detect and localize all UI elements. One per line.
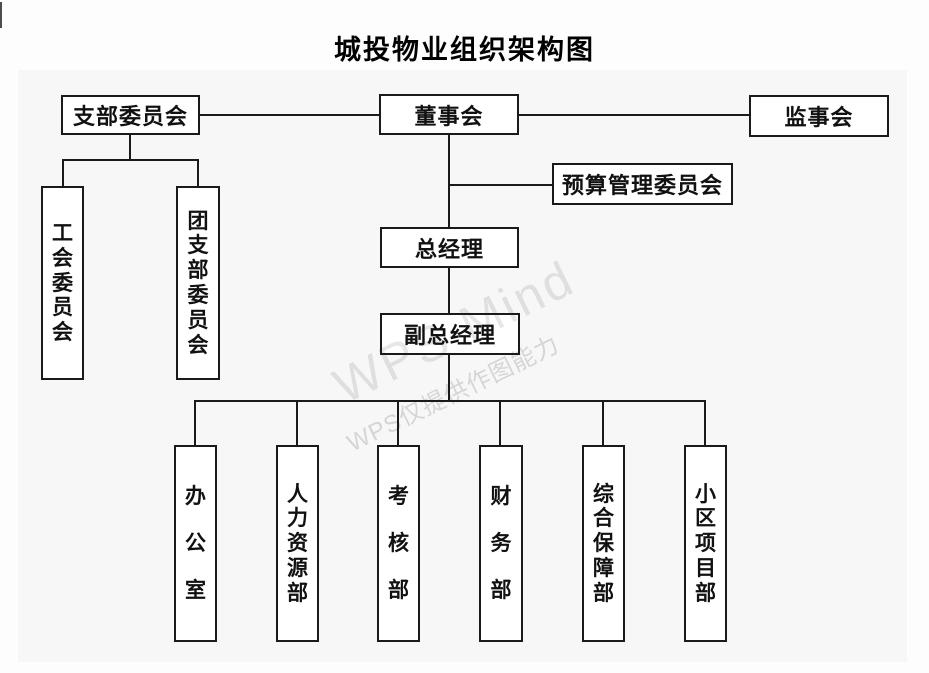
node-general-manager[interactable]: 总经理	[380, 227, 519, 268]
page-title: 城投物业组织架构图	[334, 35, 595, 65]
node-label: 工会委员会	[51, 221, 73, 345]
node-label: 团支部委员会	[187, 208, 209, 357]
connector-line	[296, 400, 298, 445]
connector-line	[448, 268, 450, 313]
connector-line	[602, 400, 604, 445]
node-youth-league-branch-committee[interactable]: 团支部委员会	[176, 186, 220, 380]
node-dept-community-project[interactable]: 小区项目部	[684, 445, 727, 642]
connector-line	[397, 400, 399, 445]
connector-line	[194, 400, 196, 445]
connector-line	[449, 184, 552, 186]
connector-line	[519, 114, 749, 116]
node-dept-human-resources[interactable]: 人力资源部	[276, 445, 319, 642]
node-label: 考核部	[387, 483, 409, 603]
node-label: 人力资源部	[286, 481, 308, 605]
connector-line	[499, 400, 501, 445]
node-budget-management-committee[interactable]: 预算管理委员会	[552, 163, 733, 205]
node-supervisory-board[interactable]: 监事会	[749, 95, 889, 137]
connector-line	[448, 355, 450, 400]
node-label: 监事会	[784, 105, 854, 130]
node-label: 办公室	[184, 483, 206, 603]
node-label: 综合保障部	[592, 481, 614, 605]
node-label: 小区项目部	[694, 481, 716, 605]
node-label: 预算管理委员会	[561, 173, 723, 198]
connector-line	[200, 114, 379, 116]
connector-line	[197, 159, 199, 186]
node-union-committee[interactable]: 工会委员会	[41, 186, 84, 380]
node-label: 副总经理	[403, 323, 496, 348]
node-deputy-general-manager[interactable]: 副总经理	[380, 313, 520, 355]
node-dept-finance[interactable]: 财务部	[479, 445, 523, 642]
connector-line	[129, 135, 131, 159]
node-label: 董事会	[414, 103, 484, 129]
connector-line	[704, 400, 706, 445]
node-dept-office[interactable]: 办公室	[174, 445, 217, 642]
node-label: 支部委员会	[72, 104, 188, 129]
node-board-of-directors[interactable]: 董事会	[379, 94, 519, 135]
diagram-canvas[interactable]: 支部委员会 董事会 监事会 预算管理委员会 总经理 副总经理 工会委员会 团支部…	[18, 70, 907, 662]
node-branch-committee[interactable]: 支部委员会	[61, 95, 200, 135]
connector-line	[62, 159, 64, 186]
connector-line	[195, 400, 706, 402]
node-label: 财务部	[490, 483, 512, 603]
window-edge-artifact	[0, 2, 2, 28]
node-label: 总经理	[414, 236, 484, 262]
node-dept-assessment[interactable]: 考核部	[377, 445, 420, 642]
node-dept-comprehensive-support[interactable]: 综合保障部	[582, 445, 625, 642]
connector-line	[448, 135, 450, 227]
connector-line	[62, 159, 199, 161]
